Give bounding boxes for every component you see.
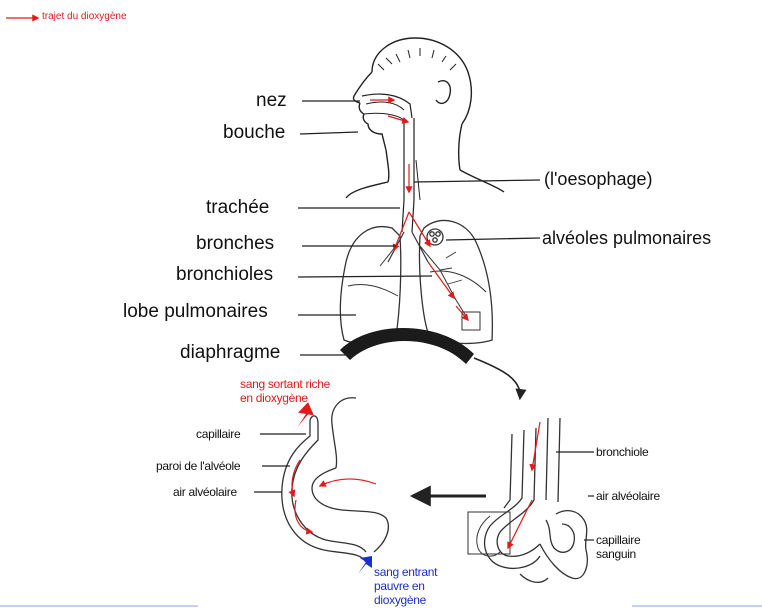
label-bronchiole: bronchiole xyxy=(596,446,648,458)
label-lobe: lobe pulmonaires xyxy=(123,302,268,321)
label-bouche: bouche xyxy=(223,123,285,142)
label-air-alveolaire-left: air alvéolaire xyxy=(173,486,237,498)
label-bronches: bronches xyxy=(196,234,274,253)
label-diaphragme: diaphragme xyxy=(180,343,280,362)
label-sang-sortant-1: sang sortant riche xyxy=(240,378,330,390)
blood-out-arrow-icon xyxy=(296,401,316,429)
label-alveoles: alvéoles pulmonaires xyxy=(542,229,711,247)
label-sang-sortant-2: en dioxygène xyxy=(240,392,308,404)
bronchiole-leader-lines xyxy=(556,452,594,540)
label-oesophage: (l'oesophage) xyxy=(544,170,653,188)
label-capillaire: capillaire xyxy=(196,428,240,440)
alveolus-detail xyxy=(282,398,389,562)
label-sang-entrant-2: pauvre en xyxy=(374,580,425,592)
diaphragm-shape xyxy=(340,328,474,364)
label-capillaire-sanguin-2: sanguin xyxy=(596,548,636,560)
label-capillaire-sanguin-1: capillaire xyxy=(596,534,640,546)
label-paroi: paroi de l'alvéole xyxy=(156,460,240,472)
blood-in-arrow-icon xyxy=(358,556,372,574)
zoom-arrow-icon xyxy=(474,358,520,398)
label-trachee: trachée xyxy=(206,198,269,217)
label-sang-entrant-1: sang entrant xyxy=(374,566,437,578)
label-air-alveolaire-right: air alvéolaire xyxy=(596,490,660,502)
label-bronchioles: bronchioles xyxy=(176,265,273,284)
oxygen-path xyxy=(370,100,468,320)
head-torso-outline xyxy=(346,38,504,232)
legend-text: trajet du dioxygène xyxy=(42,12,127,22)
alveolus-oxygen-arrows xyxy=(292,460,376,532)
bronchiole-detail xyxy=(468,418,587,582)
label-nez: nez xyxy=(256,91,287,110)
label-sang-entrant-3: dioxygène xyxy=(374,594,426,606)
